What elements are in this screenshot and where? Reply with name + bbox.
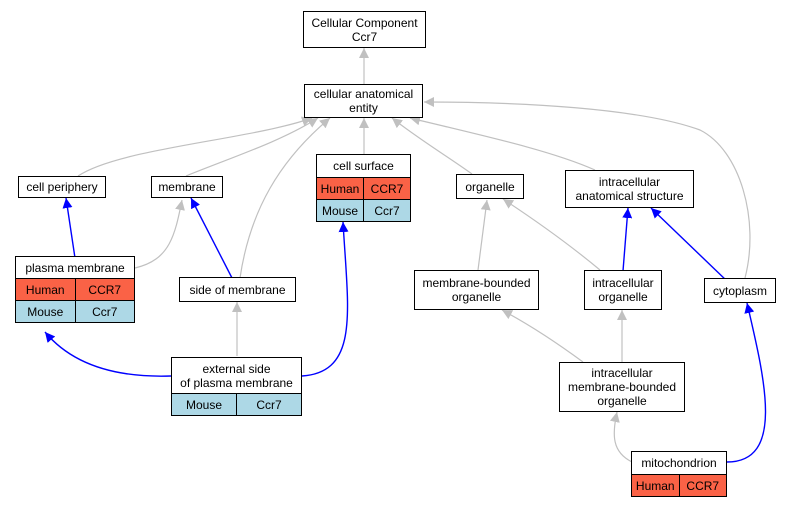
edge-plasma-membrane-part-of-cell-periphery (62, 197, 76, 259)
node-label-line: Ccr7 (351, 29, 378, 44)
edge-membrane-to-cae (185, 117, 319, 177)
mouse-row: Mouse Ccr7 (172, 393, 301, 415)
gene-symbol: CCR7 (678, 475, 727, 496)
node-label-line: mitochondrion (641, 456, 717, 470)
edge-io-part-of-ias (622, 207, 633, 272)
node-mitochondrion[interactable]: mitochondrion Human CCR7 (631, 451, 727, 497)
node-label-line: cell surface (333, 159, 394, 173)
node-label-line: anatomical structure (575, 189, 684, 203)
edge-ias-to-cae (409, 115, 596, 171)
species-label: Mouse (321, 203, 359, 218)
node-label-line: organelle (465, 179, 515, 194)
node-label-line: cell periphery (26, 180, 98, 194)
edge-external-side-part-of-plasma-membrane (44, 331, 172, 377)
species-label: Mouse (27, 304, 64, 319)
node-plasma-membrane[interactable]: plasma membrane Human CCR7 Mouse Ccr7 (15, 256, 135, 323)
gene-symbol: CCR7 (363, 178, 410, 199)
human-row: Human CCR7 (632, 474, 726, 496)
edge-external-side-part-of-cell-surface (301, 221, 349, 377)
species-label: Mouse (185, 397, 223, 412)
node-label-line: organelle (451, 290, 502, 304)
edge-organelle-to-cae (391, 117, 473, 175)
mouse-row: Mouse Ccr7 (317, 199, 410, 221)
edge-cytoplasm-part-of-ias (650, 207, 729, 283)
node-label-line: side of membrane (189, 282, 286, 297)
node-label-line: organelle (597, 394, 647, 408)
node-organelle[interactable]: organelle (456, 174, 524, 199)
node-label-line: external side (202, 361, 271, 376)
node-cytoplasm[interactable]: cytoplasm (704, 278, 776, 303)
node-label-line: entity (349, 101, 378, 115)
node-label-line: of plasma membrane (180, 375, 293, 390)
human-row: Human CCR7 (16, 278, 134, 300)
edge-mitochondrion-part-of-cytoplasm (726, 302, 767, 463)
node-label-line: intracellular (591, 366, 653, 380)
species-label: Human (25, 282, 65, 297)
node-label-line: cellular anatomical (313, 87, 414, 101)
edge-cell-periphery-to-cae (77, 116, 313, 177)
edge-plasma-membrane-to-membrane (134, 199, 185, 269)
edge-io-to-organelle (502, 198, 601, 271)
gene-symbol: CCR7 (74, 279, 135, 300)
node-label-line: Cellular Component (311, 15, 418, 30)
node-cell-periphery[interactable]: cell periphery (18, 176, 106, 198)
node-label-line: plasma membrane (25, 260, 125, 275)
edge-side-of-membrane-part-of-membrane (190, 197, 233, 279)
node-side-of-membrane[interactable]: side of membrane (179, 277, 296, 302)
human-row: Human CCR7 (317, 177, 410, 199)
mouse-row: Mouse Ccr7 (16, 300, 134, 322)
gene-symbol: Ccr7 (74, 301, 135, 322)
edge-mitochondrion-to-imbo (609, 411, 633, 463)
node-label-line: cytoplasm (712, 283, 768, 298)
gene-symbol: Ccr7 (236, 394, 301, 415)
node-cell-surface[interactable]: cell surface Human CCR7 Mouse Ccr7 (316, 154, 411, 222)
edge-imbo-to-mbo (501, 309, 584, 363)
node-membrane[interactable]: membrane (151, 176, 223, 198)
node-label-line: intracellular (592, 276, 654, 290)
gene-symbol: Ccr7 (363, 200, 410, 221)
node-label-line: membrane (158, 180, 216, 194)
edge-cytoplasm-to-cae (423, 97, 751, 279)
node-label-line: membrane-bounded (567, 380, 677, 394)
species-label: Human (635, 478, 675, 493)
node-label-line: intracellular (598, 175, 661, 189)
edge-side-of-membrane-to-cae (239, 117, 331, 279)
node-label-line: membrane-bounded (422, 276, 531, 290)
edge-mbo-to-organelle (477, 199, 491, 271)
species-label: Human (320, 181, 360, 196)
node-label-line: organelle (598, 290, 648, 304)
